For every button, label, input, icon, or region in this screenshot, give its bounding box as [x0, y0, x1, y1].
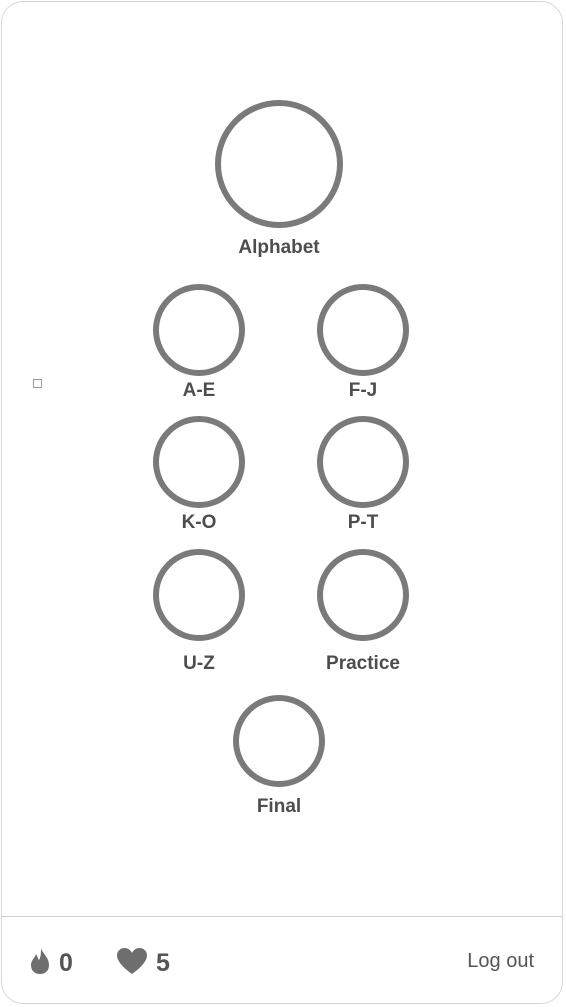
lesson-final-circle[interactable]: [233, 695, 325, 787]
lesson-a-e-circle[interactable]: [153, 284, 245, 376]
lesson-u-z-circle[interactable]: [153, 549, 245, 641]
streak-stat: 0: [29, 947, 73, 980]
lesson-practice-label: Practice: [326, 653, 400, 674]
small-square-marker: [33, 379, 42, 388]
lesson-u-z-label: U-Z: [183, 653, 215, 674]
lesson-k-o-label: K-O: [181, 512, 217, 533]
lesson-u-z[interactable]: U-Z: [149, 549, 249, 673]
footer-bar: 0 5 Log out: [2, 916, 562, 1003]
lesson-p-t-label: P-T: [347, 512, 379, 533]
lesson-final[interactable]: Final: [229, 695, 329, 816]
lesson-alphabet[interactable]: Alphabet: [214, 100, 344, 257]
logout-button[interactable]: Log out: [467, 950, 534, 972]
heart-icon: [116, 947, 148, 980]
lesson-f-j[interactable]: F-J: [313, 284, 413, 400]
lesson-a-e[interactable]: A-E: [149, 284, 249, 400]
lives-count: 5: [156, 949, 170, 977]
lesson-f-j-circle[interactable]: [317, 284, 409, 376]
lives-stat: 5: [116, 947, 170, 980]
flame-icon: [29, 947, 51, 980]
lesson-k-o[interactable]: K-O: [149, 416, 249, 532]
streak-count: 0: [59, 949, 73, 977]
lesson-a-e-label: A-E: [182, 380, 216, 401]
lesson-practice-circle[interactable]: [317, 549, 409, 641]
lesson-alphabet-circle[interactable]: [215, 100, 343, 228]
lesson-p-t[interactable]: P-T: [313, 416, 413, 532]
lesson-k-o-circle[interactable]: [153, 416, 245, 508]
lesson-final-label: Final: [256, 796, 302, 817]
lesson-practice[interactable]: Practice: [313, 549, 413, 673]
lesson-alphabet-label: Alphabet: [238, 237, 320, 258]
lesson-f-j-label: F-J: [348, 380, 378, 401]
lesson-p-t-circle[interactable]: [317, 416, 409, 508]
